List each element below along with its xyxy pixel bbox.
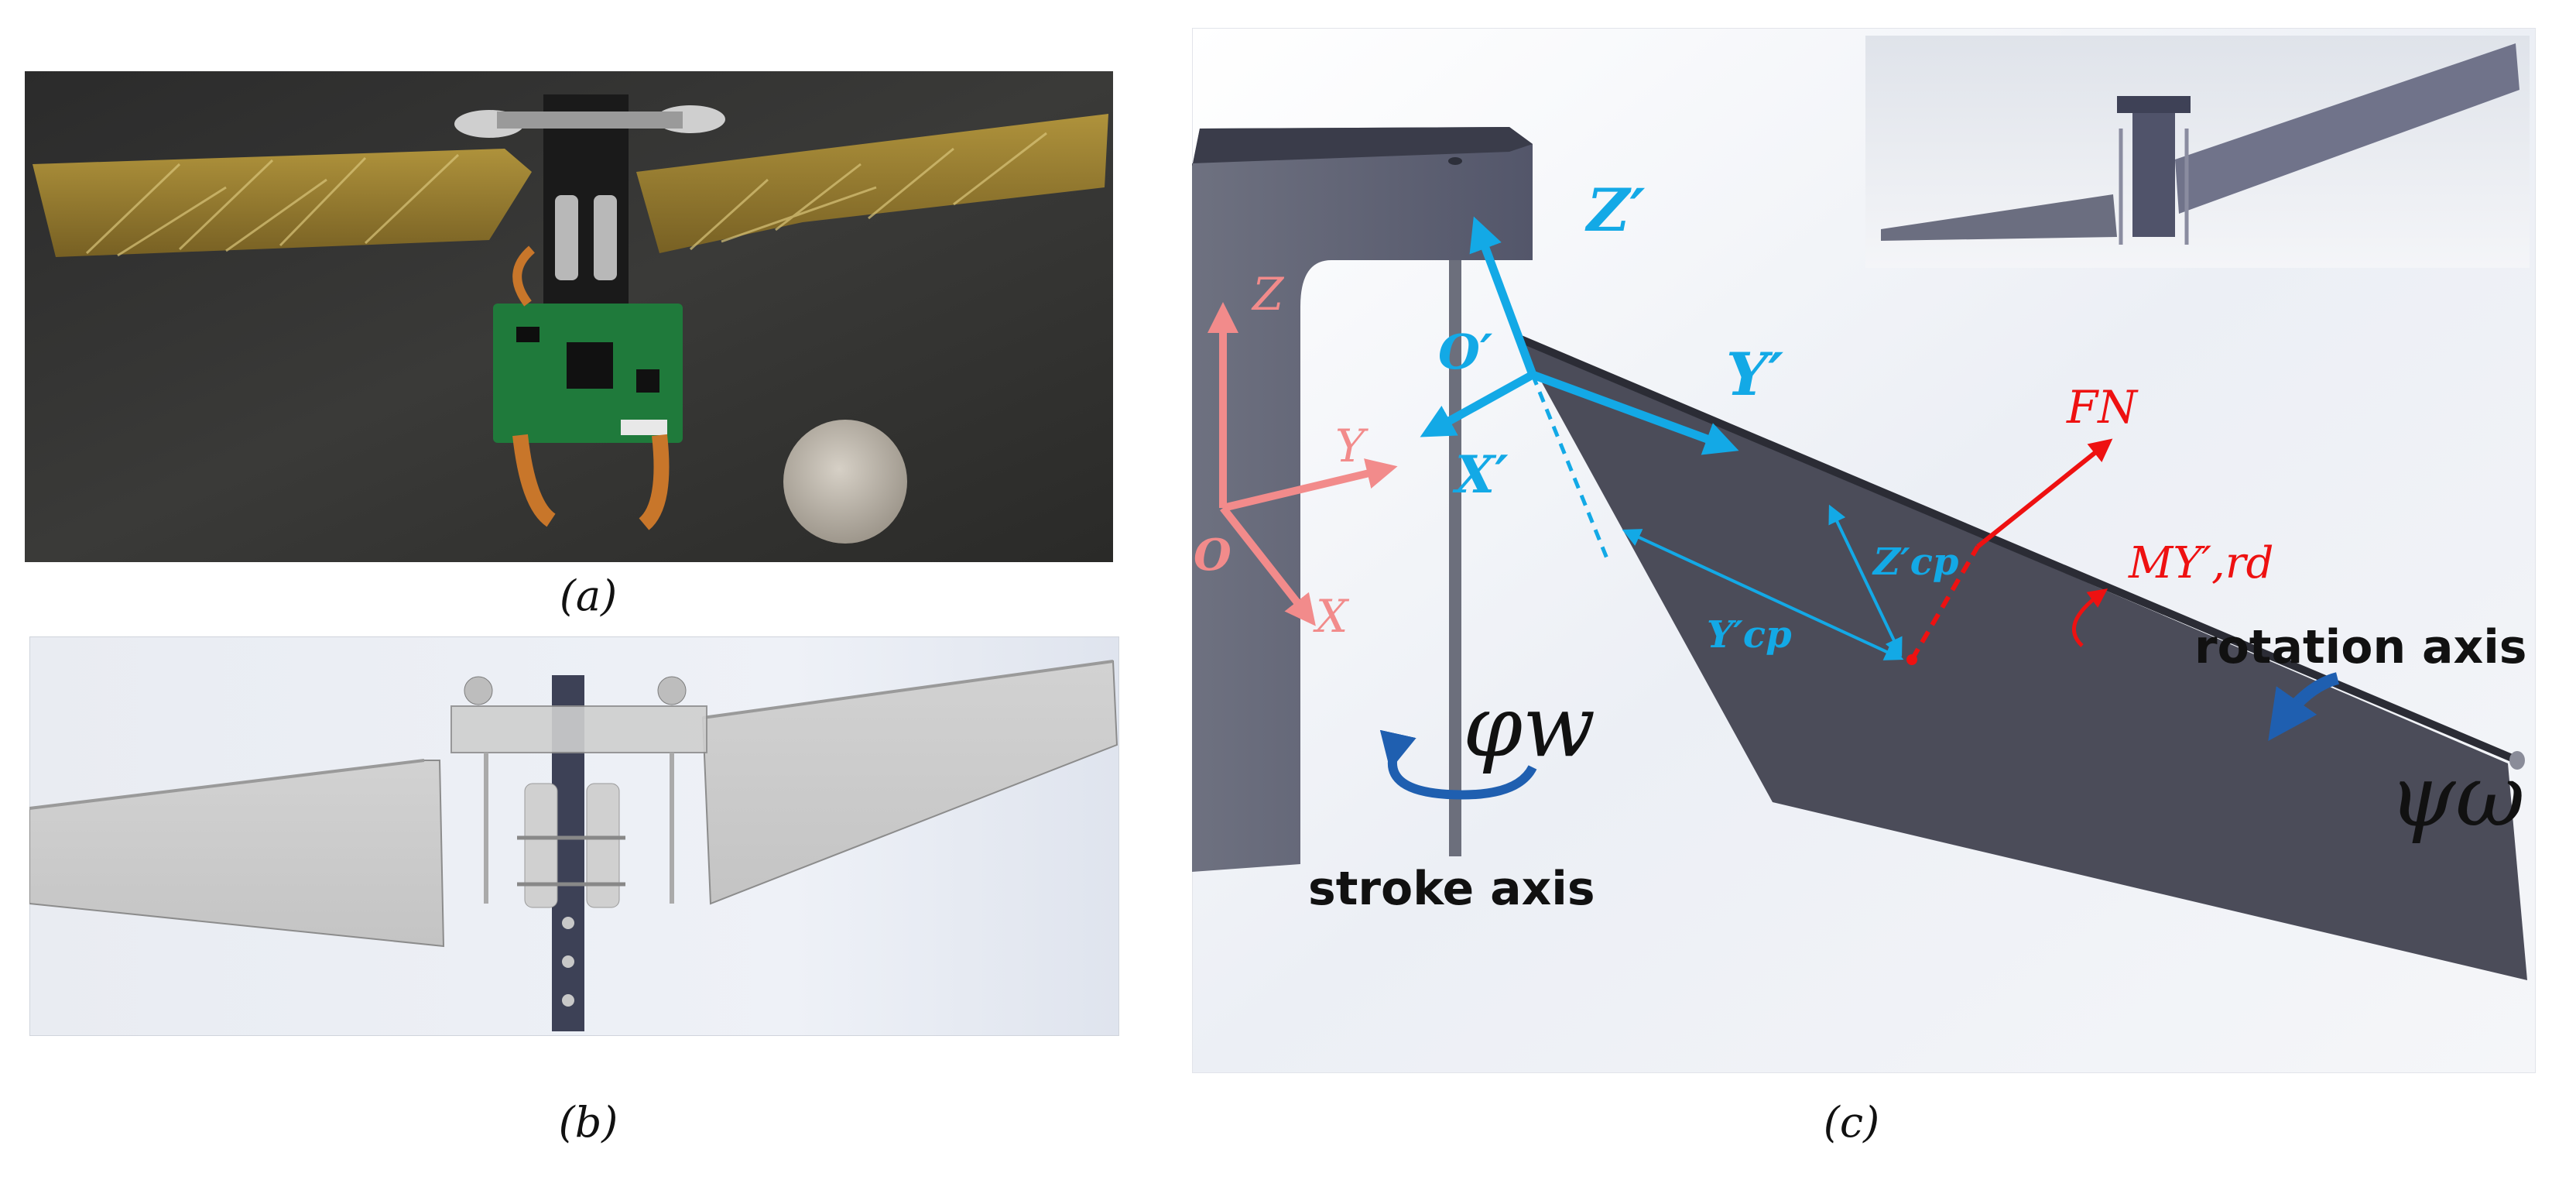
label-Z-prime: Z′	[1584, 176, 1646, 245]
label-Z: Z	[1251, 268, 1285, 321]
label-stroke-axis: stroke axis	[1308, 862, 1595, 916]
label-rotation-axis: rotation axis	[2194, 620, 2527, 674]
label-F-N: FN	[2066, 381, 2139, 434]
label-phi-w: φw	[1463, 677, 1595, 776]
label-moment: MY′,rd	[2128, 538, 2273, 588]
wing-frame-axes	[1420, 216, 1739, 563]
label-Y-cp: Y′cp	[1707, 613, 1792, 657]
base-frame-axes	[1208, 302, 1398, 626]
pitch-rotation-arrow	[2268, 672, 2340, 741]
panel-a-photo	[25, 71, 1113, 562]
label-psi-w: ψω	[2389, 746, 2525, 846]
label-X: X	[1313, 590, 1350, 643]
label-Y-prime: Y′	[1726, 340, 1783, 409]
panel-b-cad	[29, 636, 1119, 1036]
caption-b: (b)	[558, 1098, 618, 1147]
stroke-rotation-arrow	[1379, 729, 1537, 800]
panel-c-schematic: O Z Y X Z′ O′ Y′ X′ Y′cp Z′cp FN MY′,rd …	[1192, 28, 2536, 1073]
label-O: O	[1194, 530, 1231, 581]
control-board	[493, 304, 683, 443]
moment-arc	[2072, 588, 2108, 647]
label-X-prime: X′	[1452, 444, 1509, 505]
robot-body-mechanism	[454, 94, 725, 358]
label-Y: Y	[1335, 420, 1368, 472]
left-wing-membrane	[33, 149, 532, 257]
normal-force-arrow	[1910, 438, 2113, 661]
caption-c: (c)	[1823, 1098, 1880, 1147]
cad-frame	[450, 675, 707, 1031]
support-frame	[1192, 127, 1533, 872]
label-O-prime: O′	[1438, 324, 1492, 380]
caption-a: (a)	[559, 571, 618, 620]
reference-coin	[783, 420, 907, 544]
inset-wing-render	[1865, 36, 2530, 268]
right-wing-membrane	[636, 114, 1108, 253]
rotation-axis-rod	[1516, 334, 2517, 763]
wing-plate	[1517, 338, 2527, 980]
label-Z-cp: Z′cp	[1872, 540, 1958, 584]
